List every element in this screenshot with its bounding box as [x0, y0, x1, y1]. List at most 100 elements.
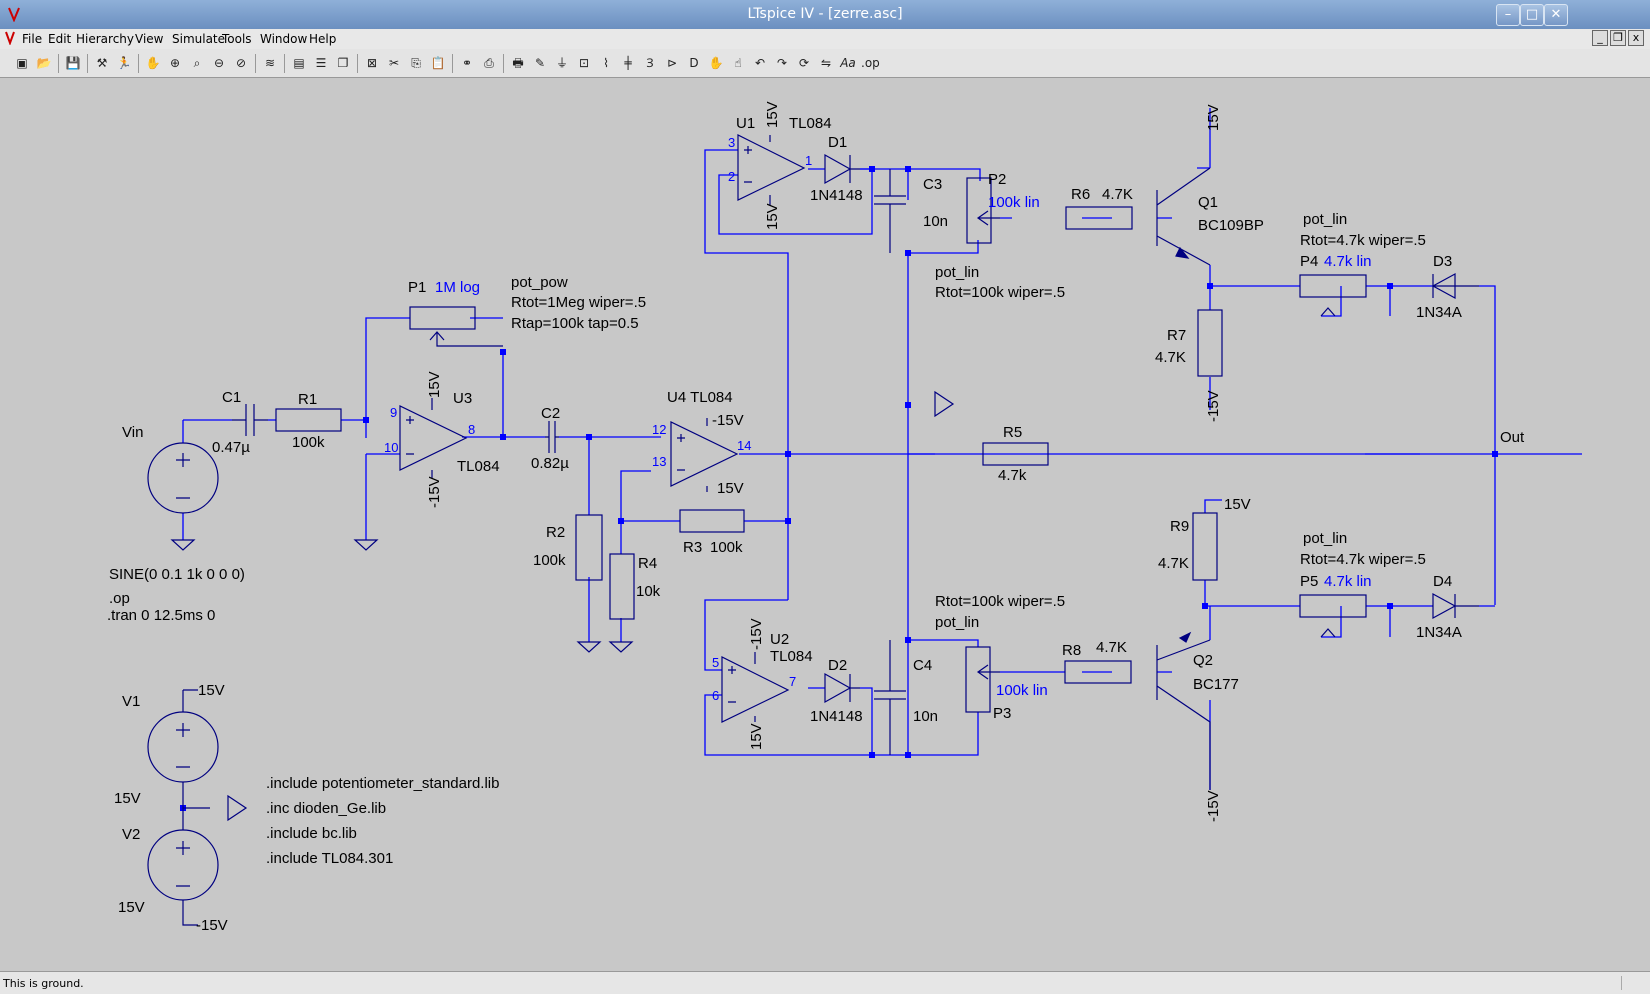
- menu-hierarchy[interactable]: Hierarchy: [76, 32, 135, 46]
- c2-capacitor[interactable]: [545, 421, 559, 453]
- u3-pin9: 9: [390, 405, 397, 420]
- inductor-icon[interactable]: Ɜ: [646, 56, 654, 70]
- capacitor-icon[interactable]: ╪: [624, 56, 632, 70]
- minimize-icon: –: [1504, 7, 1512, 22]
- wire-icon[interactable]: ✎: [534, 56, 546, 70]
- d3-diode[interactable]: [1431, 272, 1479, 300]
- copy-icon[interactable]: ⎘: [411, 56, 421, 70]
- c3-capacitor[interactable]: [874, 169, 906, 253]
- r7-resistor[interactable]: [1197, 309, 1223, 377]
- r3-resistor[interactable]: [679, 509, 745, 533]
- vin-label: Vin: [122, 424, 143, 441]
- find-icon[interactable]: ⚭: [461, 56, 473, 70]
- menu-tools[interactable]: Tools: [222, 32, 252, 46]
- u2-opamp[interactable]: [721, 652, 790, 723]
- d1-diode[interactable]: [824, 153, 860, 185]
- v2-source[interactable]: [147, 808, 219, 926]
- zoom-fit-icon[interactable]: ⊘: [235, 56, 247, 70]
- status-bar: This is ground.: [0, 971, 1650, 994]
- r8-resistor[interactable]: [1064, 660, 1132, 684]
- q1-transistor[interactable]: [1156, 167, 1211, 266]
- pan-icon[interactable]: ⌕: [193, 56, 201, 70]
- ground-icon[interactable]: ⏚: [555, 56, 568, 70]
- p2-potentiometer[interactable]: [966, 177, 1000, 244]
- q2-transistor[interactable]: [1156, 631, 1211, 790]
- p3-potentiometer[interactable]: [965, 646, 1000, 713]
- tile-horizontal-icon[interactable]: ☰: [315, 56, 327, 70]
- maximize-button[interactable]: □: [1520, 4, 1544, 26]
- diode-icon[interactable]: ⊳: [666, 56, 678, 70]
- undo-icon[interactable]: ↶: [754, 56, 766, 70]
- mdi-restore-button[interactable]: ❐: [1610, 30, 1626, 46]
- c3-value: 10n: [923, 213, 948, 230]
- vin-source[interactable]: [147, 420, 219, 551]
- p4-potentiometer[interactable]: [1299, 274, 1367, 317]
- u3-opamp[interactable]: [399, 398, 468, 478]
- mdi-minimize-button[interactable]: _: [1592, 30, 1608, 46]
- u4-opamp[interactable]: [670, 418, 739, 492]
- zoom-out-icon[interactable]: ⊖: [213, 56, 225, 70]
- new-schematic-icon[interactable]: ▣: [16, 56, 28, 70]
- c4-capacitor[interactable]: [874, 640, 906, 755]
- r5-resistor[interactable]: [982, 442, 1049, 466]
- component-icon[interactable]: D: [689, 56, 699, 70]
- r2-resistor[interactable]: [575, 514, 603, 581]
- d2-diode[interactable]: [824, 672, 860, 704]
- open-icon[interactable]: 📂: [36, 56, 52, 70]
- redo-icon[interactable]: ↷: [776, 56, 788, 70]
- resize-grip-icon[interactable]: [1621, 976, 1648, 990]
- mdi-close-button[interactable]: x: [1628, 30, 1644, 46]
- close-button[interactable]: ✕: [1544, 4, 1568, 26]
- schematic-canvas[interactable]: .w { stroke:#0000ff; stroke-width:1.3; f…: [0, 78, 1650, 971]
- r1-resistor[interactable]: [275, 408, 342, 432]
- minimize-button[interactable]: –: [1496, 4, 1520, 26]
- title-bar: LTspice IV - [zerre.asc] – □ ✕: [0, 0, 1650, 30]
- document-icon[interactable]: [3, 31, 17, 45]
- spice-directive-icon[interactable]: .op: [861, 56, 880, 70]
- p1-potentiometer[interactable]: [409, 306, 503, 347]
- menu-view[interactable]: View: [135, 32, 164, 46]
- d4-diode[interactable]: [1432, 592, 1479, 620]
- p5-potentiometer[interactable]: [1299, 594, 1367, 638]
- label-icon[interactable]: ⊡: [578, 56, 590, 70]
- erase-plot-icon[interactable]: ▤: [293, 56, 305, 70]
- menu-window[interactable]: Window: [260, 32, 308, 46]
- mirror-icon[interactable]: ⇋: [820, 56, 832, 70]
- q1-label: Q1: [1198, 194, 1218, 211]
- save-icon[interactable]: 💾: [65, 56, 81, 70]
- paste-icon[interactable]: 📋: [430, 56, 446, 70]
- cascade-icon[interactable]: ❐: [337, 56, 349, 70]
- c1-capacitor[interactable]: [232, 404, 268, 436]
- v1-source[interactable]: [147, 689, 219, 809]
- u1-opamp[interactable]: [737, 134, 806, 205]
- p5-label: P5: [1300, 573, 1318, 590]
- menu-simulate[interactable]: Simulate: [172, 32, 226, 46]
- run-icon[interactable]: 🏃: [116, 56, 132, 70]
- resistor-icon[interactable]: ⌇: [603, 56, 609, 70]
- p4-value: 4.7k lin: [1324, 253, 1372, 270]
- p2-params: Rtot=100k wiper=.5: [935, 284, 1065, 301]
- autoscale-icon[interactable]: ≋: [264, 56, 276, 70]
- rotate-icon[interactable]: ⟳: [798, 56, 810, 70]
- print-setup-icon[interactable]: ⎙: [484, 56, 494, 70]
- halt-icon[interactable]: ✋: [145, 56, 161, 70]
- move-icon[interactable]: ✋: [708, 56, 724, 70]
- r9-resistor[interactable]: [1192, 512, 1218, 581]
- menu-help[interactable]: Help: [309, 32, 337, 46]
- control-panel-icon[interactable]: ⚒: [96, 56, 108, 70]
- include-2: .inc dioden_Ge.lib: [266, 800, 386, 817]
- r6-resistor[interactable]: [1065, 206, 1133, 230]
- close-window-icon[interactable]: ⊠: [366, 56, 378, 70]
- p1-params-2: Rtap=100k tap=0.5: [511, 315, 639, 332]
- text-icon[interactable]: Aa: [840, 56, 856, 70]
- menu-edit[interactable]: Edit: [48, 32, 72, 46]
- print-icon[interactable]: 🖶: [512, 56, 524, 70]
- p1-model: pot_pow: [511, 274, 568, 291]
- p2-label: P2: [988, 171, 1006, 188]
- r4-resistor[interactable]: [609, 553, 635, 620]
- menu-file[interactable]: File: [22, 32, 43, 46]
- zoom-in-icon[interactable]: ⊕: [169, 56, 181, 70]
- drag-icon[interactable]: ☝: [734, 56, 742, 70]
- ltspice-app-icon[interactable]: [6, 6, 22, 22]
- cut-icon[interactable]: ✂: [388, 56, 400, 70]
